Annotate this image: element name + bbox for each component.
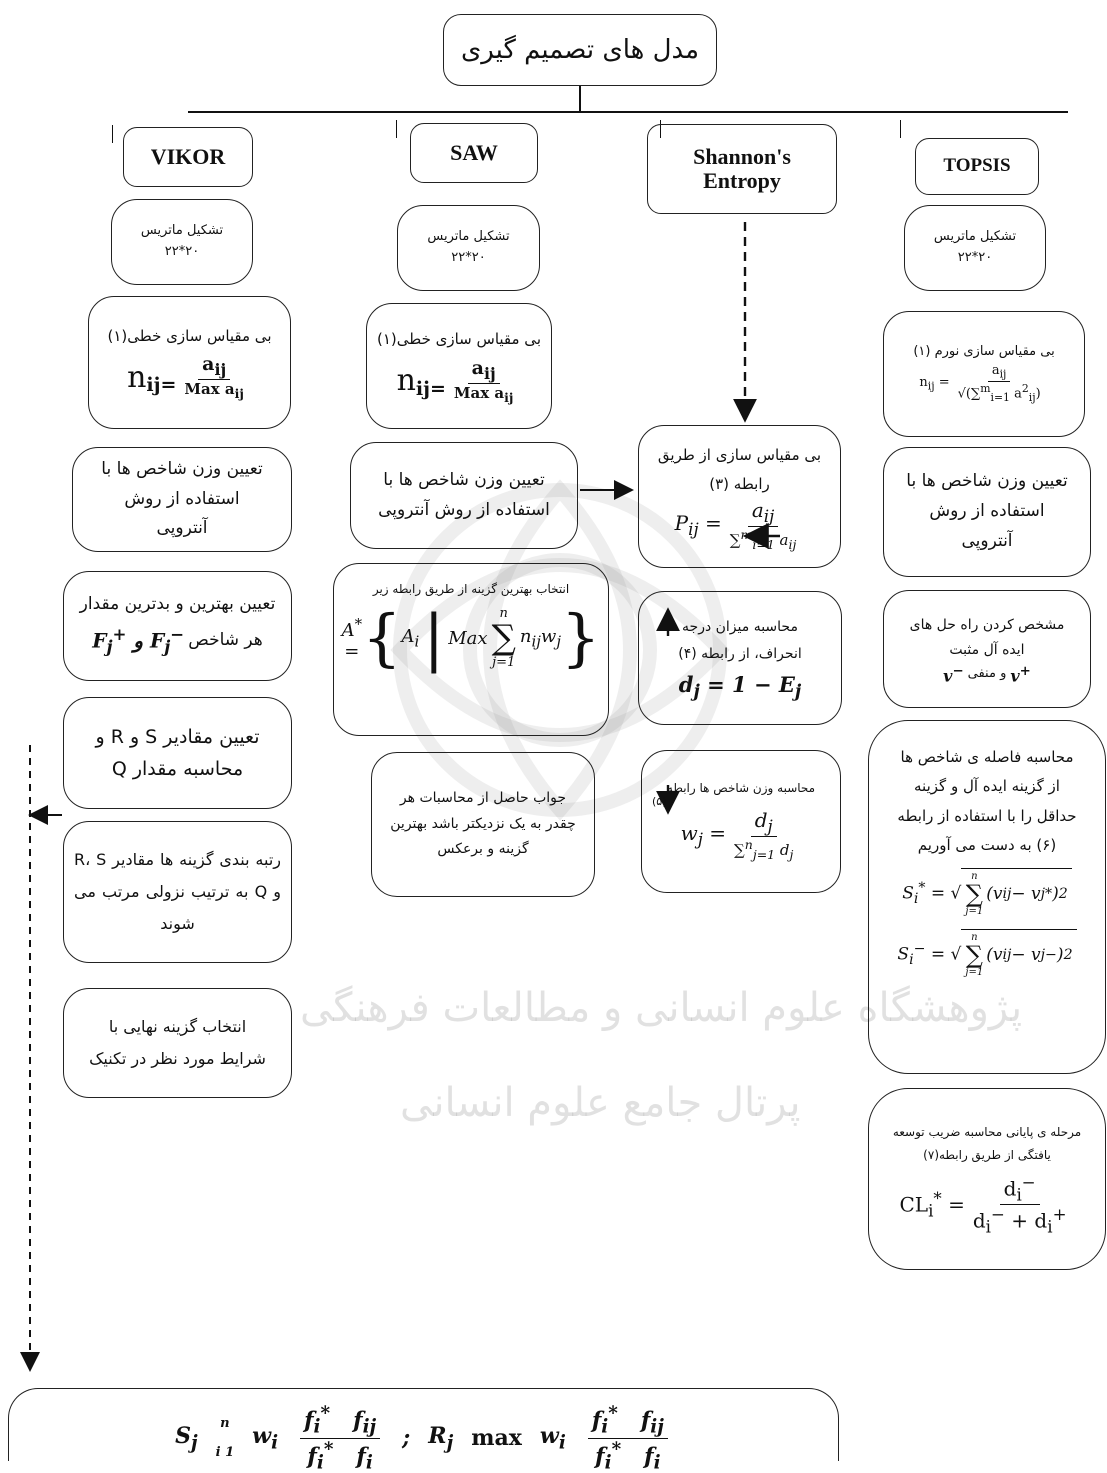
- saw-step5-label: جواب حاصل از محاسبات هر چقدر به یک نزدیک…: [390, 789, 576, 858]
- vikor-step1-box: تشکیل ماتریس ۲۰*۲۲: [111, 199, 253, 285]
- topsis-vminus: v−: [943, 663, 964, 686]
- shannon-step1-label: بی مقیاس سازی از طریق رابطه (۳): [657, 446, 822, 493]
- topsis-step5-box: محاسبه فاصله ی شاخص ها از گزینه ایده آل …: [868, 720, 1106, 1074]
- saw-step2-label: بی مقیاس سازی خطی(۱): [377, 330, 541, 349]
- vikor-fj-formula: Fj+ و Fj−: [92, 623, 185, 657]
- saw-step1-box: تشکیل ماتریس ۲۰*۲۲: [397, 205, 540, 291]
- topsis-step1-sub: ۲۰*۲۲: [957, 250, 993, 265]
- saw-header-box: SAW: [410, 123, 538, 183]
- shannon-dj-formula: dj = 1 − Ej: [678, 671, 802, 702]
- shannon-step2-label: محاسبه میزان درجه انحراف، از رابطه (۴): [678, 619, 802, 662]
- vikor-step6-box: رتبه بندی گزینه ها مقادیر R، S و Q به تر…: [63, 821, 292, 963]
- topsis-step4-label-a: مشخص کردن راه حل های ایده آل مثبت: [909, 616, 1065, 658]
- shannon-step1-box: بی مقیاس سازی از طریق رابطه (۳) Pij = ai…: [638, 425, 841, 568]
- saw-step3-box: تعیین وزن شاخص ها با استفاده از روش آنتر…: [350, 442, 578, 549]
- topsis-nij-formula: nij = aij√(∑mi=1 a2ij): [919, 363, 1041, 404]
- shannon-step3-label: محاسبه وزن شاخص ها رابطه: [666, 781, 816, 795]
- vikor-step3-box: تعیین وزن شاخص ها با استفاده از روش آنتر…: [72, 447, 292, 552]
- topsis-step3-box: تعیین وزن شاخص ها با استفاده از روش آنتر…: [883, 447, 1091, 577]
- saw-step3-label: تعیین وزن شاخص ها با استفاده از روش آنتر…: [378, 469, 550, 520]
- topsis-step6-label: مرحله ی پایانی محاسبه ضریب توسعه یافتگی …: [892, 1125, 1082, 1162]
- topsis-cl-formula: CLi* = di−di− + di+: [899, 1172, 1067, 1237]
- vikor-header: VIKOR: [150, 143, 226, 169]
- vikor-step2-label: بی مقیاس سازی خطی(۱): [107, 326, 272, 345]
- topsis-step2-box: بی مقیاس سازی نورم (۱) nij = aij√(∑mi=1 …: [883, 311, 1085, 437]
- saw-step4-label: انتخاب بهترین گزینه از طریق رابطه زیر: [372, 582, 570, 596]
- shannon-header-box: Shannon's Entropy: [647, 124, 837, 214]
- saw-step4-box: انتخاب بهترین گزینه از طریق رابطه زیر A*…: [333, 563, 609, 736]
- vikor-step7-box: انتخاب گزینه نهایی با شرایط مورد نظر در …: [63, 988, 292, 1098]
- saw-step1-sub: ۲۰*۲۲: [451, 250, 486, 265]
- topsis-step1-box: تشکیل ماتریس ۲۰*۲۲: [904, 205, 1046, 291]
- shannon-header-line1: Shannon's: [693, 143, 791, 169]
- saw-step4-formula: A* = { Ai | Max n∑j=1 nijwj }: [341, 601, 601, 674]
- shannon-header-line2: Entropy: [703, 168, 781, 193]
- saw-header: SAW: [450, 139, 498, 165]
- saw-step5-box: جواب حاصل از محاسبات هر چقدر به یک نزدیک…: [371, 752, 595, 897]
- horizontal-connector: [188, 111, 1068, 113]
- vikor-step7-label: انتخاب گزینه نهایی با شرایط مورد نظر در …: [89, 1017, 266, 1068]
- topsis-header: TOPSIS: [943, 155, 1011, 177]
- vikor-step3-label: تعیین وزن شاخص ها با استفاده از روش آنتر…: [101, 458, 263, 539]
- topsis-step3-label: تعیین وزن شاخص ها با استفاده از روش آنتر…: [906, 471, 1068, 551]
- topsis-step4-box: مشخص کردن راه حل های ایده آل مثبت v+ و م…: [883, 590, 1091, 708]
- topsis-step2-label: بی مقیاس سازی نورم (۱): [913, 344, 1055, 360]
- vikor-step5-box: تعیین مقادیر S و R و محاسبه مقدار Q: [63, 697, 292, 809]
- page-title: مدل های تصمیم گیری: [460, 35, 700, 65]
- top-connector: [579, 86, 581, 112]
- vikor-step5-label: تعیین مقادیر S و R و محاسبه مقدار Q: [95, 725, 260, 780]
- vikor-step1-sub: ۲۰*۲۲: [164, 244, 200, 259]
- vikor-step4-label-a: تعیین بهترین و بدترین مقدار: [79, 594, 276, 615]
- shannon-wj-formula: wj = dj∑nj=1 dj: [680, 808, 794, 862]
- vikor-step4-box: تعیین بهترین و بدترین مقدار هر شاخص Fj+ …: [63, 571, 292, 681]
- vikor-step6-label: رتبه بندی گزینه ها مقادیر R، S و Q به تر…: [74, 850, 282, 933]
- saw-step1-label: تشکیل ماتریس: [427, 229, 510, 245]
- tick-topsis: [900, 120, 901, 138]
- vikor-header-box: VIKOR: [123, 127, 253, 187]
- shannon-pij-formula: Pij = aij∑mi=1 aij: [674, 498, 797, 552]
- watermark-line1: پژوهشگاه علوم انسانی و مطالعات فرهنگی: [300, 985, 1023, 1031]
- vikor-step4-label-b: هر شاخص: [188, 629, 263, 650]
- shannon-step3-num: (۵): [652, 795, 667, 808]
- watermark-line2: پرتال جامع علوم انسانی: [400, 1080, 801, 1126]
- topsis-step4-label-b: و منفی: [967, 665, 1007, 681]
- tick-vikor: [112, 125, 113, 143]
- shannon-step3-box: محاسبه وزن شاخص ها رابطه (۵) wj = dj∑nj=…: [641, 750, 841, 893]
- topsis-step1-label: تشکیل ماتریس: [933, 229, 1017, 245]
- topsis-step6-box: مرحله ی پایانی محاسبه ضریب توسعه یافتگی …: [868, 1088, 1106, 1270]
- tick-saw: [396, 120, 397, 138]
- vikor-step1-label: تشکیل ماتریس: [140, 223, 224, 239]
- topsis-vplus: v+: [1010, 663, 1031, 686]
- topsis-step5-label: محاسبه فاصله ی شاخص ها از گزینه ایده آل …: [897, 748, 1077, 854]
- topsis-header-box: TOPSIS: [915, 138, 1039, 195]
- shannon-step2-box: محاسبه میزان درجه انحراف، از رابطه (۴) d…: [638, 591, 842, 725]
- title-box: مدل های تصمیم گیری: [443, 14, 717, 86]
